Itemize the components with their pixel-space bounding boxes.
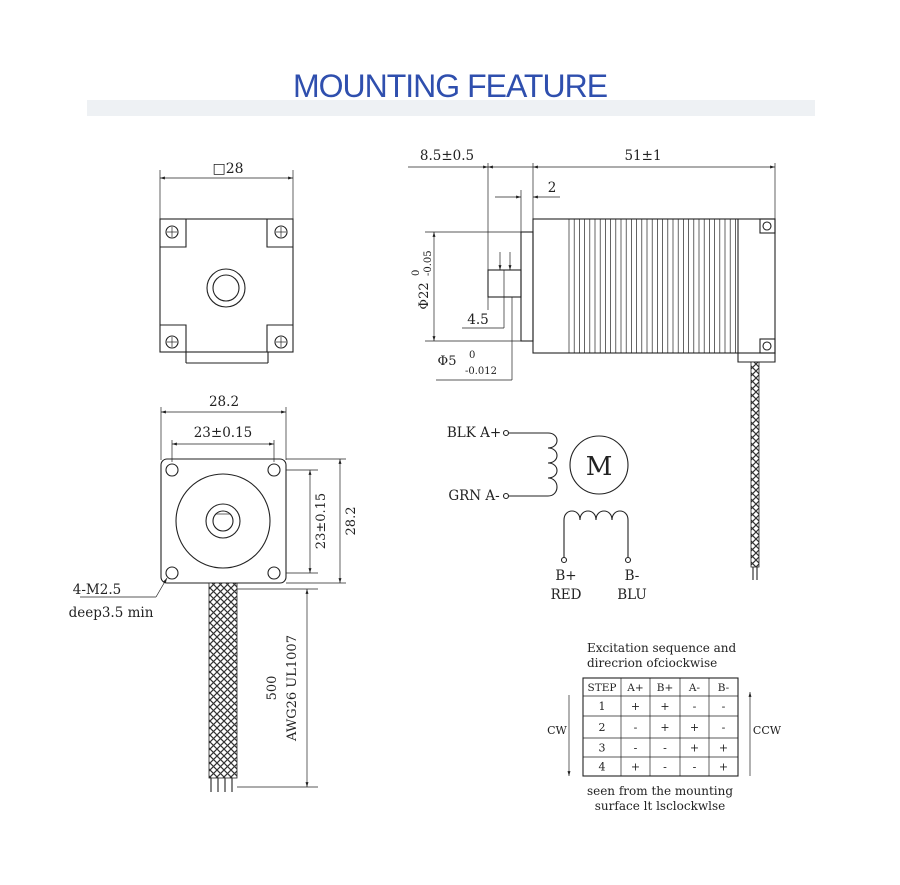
table-cell: - [634,742,638,755]
dim-shaft-diameter: Φ5 [438,354,457,369]
lead-cable-icon [208,582,238,779]
front-square-dim: □28 [212,161,243,177]
dim-rear-width: 28.2 [209,394,239,410]
table-cell: - [693,761,697,774]
dim-shaft-tol-lower: -0.012 [465,366,497,377]
title-band [87,100,815,116]
table-cell: + [690,721,699,734]
label-b-plus: B+ [555,568,576,584]
table-cell: + [719,761,728,774]
lead-length: 500 [265,676,280,701]
dim-hole-spacing-v: 23±0.15 [314,493,329,549]
excitation-sequence: Excitation sequence and direcrion ofcioc… [547,641,782,813]
side-view: 8.5±0.5 51±1 2 Φ22 0 -0.05 4.5 Φ5 0 -0.0… [408,148,776,580]
table-cell: + [690,742,699,755]
label-grn-a-minus: GRN A- [448,488,499,504]
dim-step: 2 [548,180,557,196]
dim-shaft-tol-upper: 0 [469,350,475,361]
table-header-cell: B- [718,682,730,694]
table-cell: - [634,721,638,734]
label-blk-a-plus: BLK A+ [447,425,501,441]
mount-screw-icon [165,335,179,349]
table-header-cell: B+ [657,682,674,694]
motor-symbol: M [586,452,613,482]
sequence-table: STEP A+ B+ A- B- 1 + + - - 2 - + + - 3 - - + +4 + - - + [582,677,739,777]
table-cell: + [660,721,669,734]
dim-body-length: 51±1 [624,148,661,164]
lead-cable-icon [750,361,760,568]
table-header-cell: STEP [588,682,617,694]
table-cell: 2 [599,721,606,734]
sequence-caption-2: direcrion ofciockwise [587,656,717,670]
table-cell: + [631,700,640,713]
mount-screw-icon [274,335,288,349]
sequence-caption-1: Excitation sequence and [587,641,737,655]
rear-view: 28.2 23±0.15 23±0.15 28.2 4-M2.5 deep3.5… [69,394,359,792]
table-header-cell: A- [688,682,701,694]
table-cell: - [663,742,667,755]
label-blu: BLU [617,587,647,603]
coil-a-icon [547,432,558,497]
dim-hole-spacing-h: 23±0.15 [194,425,253,441]
mount-screw-icon [274,225,288,239]
label-red: RED [551,587,582,603]
dim-pilot-tol-upper: 0 [411,270,422,276]
dim-shaft-protrusion: 8.5±0.5 [420,148,474,164]
sequence-footer-1: seen from the mounting [587,784,733,798]
coil-b-icon [563,510,629,558]
ccw-label: CCW [753,724,782,737]
shaft-icon [206,268,246,308]
table-cell: - [722,700,726,713]
dim-rear-height: 28.2 [344,507,359,536]
dim-pilot-tol-lower: -0.05 [423,250,434,276]
mount-screw-icon [165,225,179,239]
table-cell: 3 [599,742,606,755]
cooling-fins [568,219,736,353]
table-cell: + [719,742,728,755]
hole-note-1: 4-M2.5 [73,582,121,598]
table-cell: 4 [599,761,606,774]
dim-flat: 4.5 [467,312,488,328]
motor-icon [569,435,629,495]
table-cell: - [663,761,667,774]
table-cell: - [693,700,697,713]
table-cell: + [660,700,669,713]
table-cell: - [722,721,726,734]
table-cell: + [631,761,640,774]
page-title: MOUNTING FEATURE [292,68,608,104]
lead-spec: AWG26 UL1007 [285,635,300,742]
table-cell: 1 [599,700,606,713]
table-header-cell: A+ [626,682,643,694]
wiring-diagram: BLK A+ GRN A- M B+ B- RED BLU [447,425,647,603]
sequence-footer-2: surface lt lsclockwlse [595,799,725,813]
front-view: □28 [159,161,294,364]
label-b-minus: B- [625,568,640,584]
cw-label: CW [547,724,567,737]
hole-note-2: deep3.5 min [69,605,154,621]
dim-pilot-diameter: Φ22 [417,282,432,309]
table-frame [582,677,739,777]
